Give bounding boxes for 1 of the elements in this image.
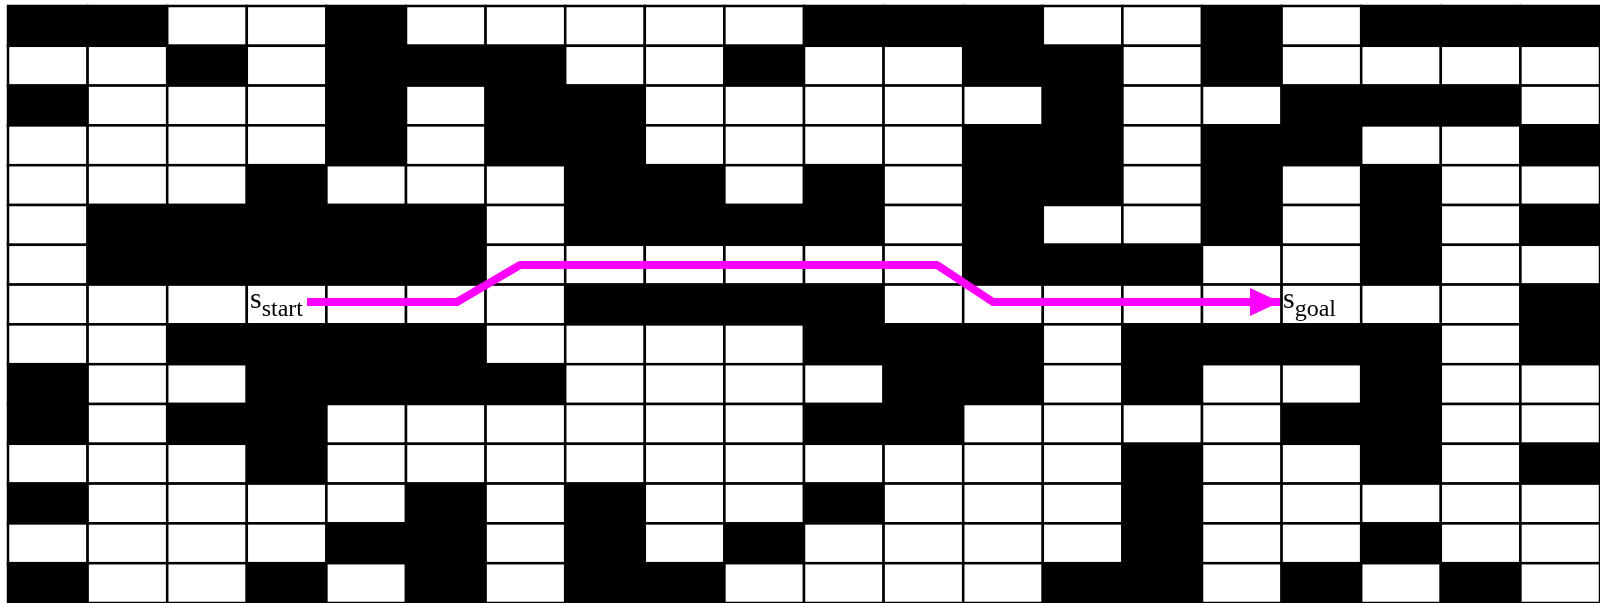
path-arrow — [307, 261, 1280, 316]
